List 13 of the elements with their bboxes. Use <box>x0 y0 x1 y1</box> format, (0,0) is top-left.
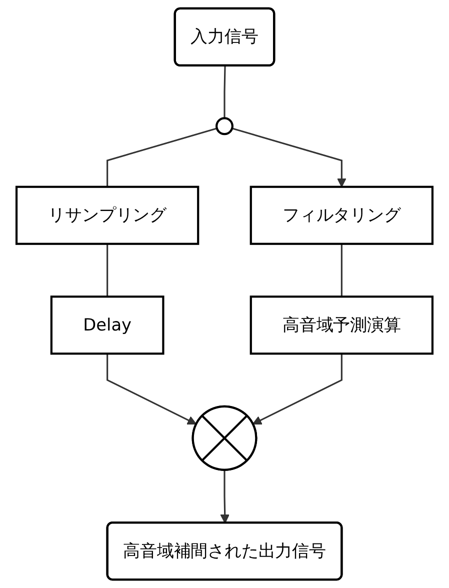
arrow <box>252 354 342 424</box>
node-box: フィルタリング <box>250 186 434 245</box>
node-box: 高音域予測演算 <box>250 296 434 355</box>
node-box: Delay <box>50 296 164 355</box>
node-circle <box>216 117 234 136</box>
connector <box>106 244 108 297</box>
arrow <box>220 470 230 524</box>
arrow <box>232 128 346 188</box>
arrow <box>106 354 197 424</box>
node-box: リサンプリング <box>15 186 200 245</box>
connector <box>106 128 218 187</box>
connector <box>340 244 342 297</box>
connector <box>224 66 226 118</box>
